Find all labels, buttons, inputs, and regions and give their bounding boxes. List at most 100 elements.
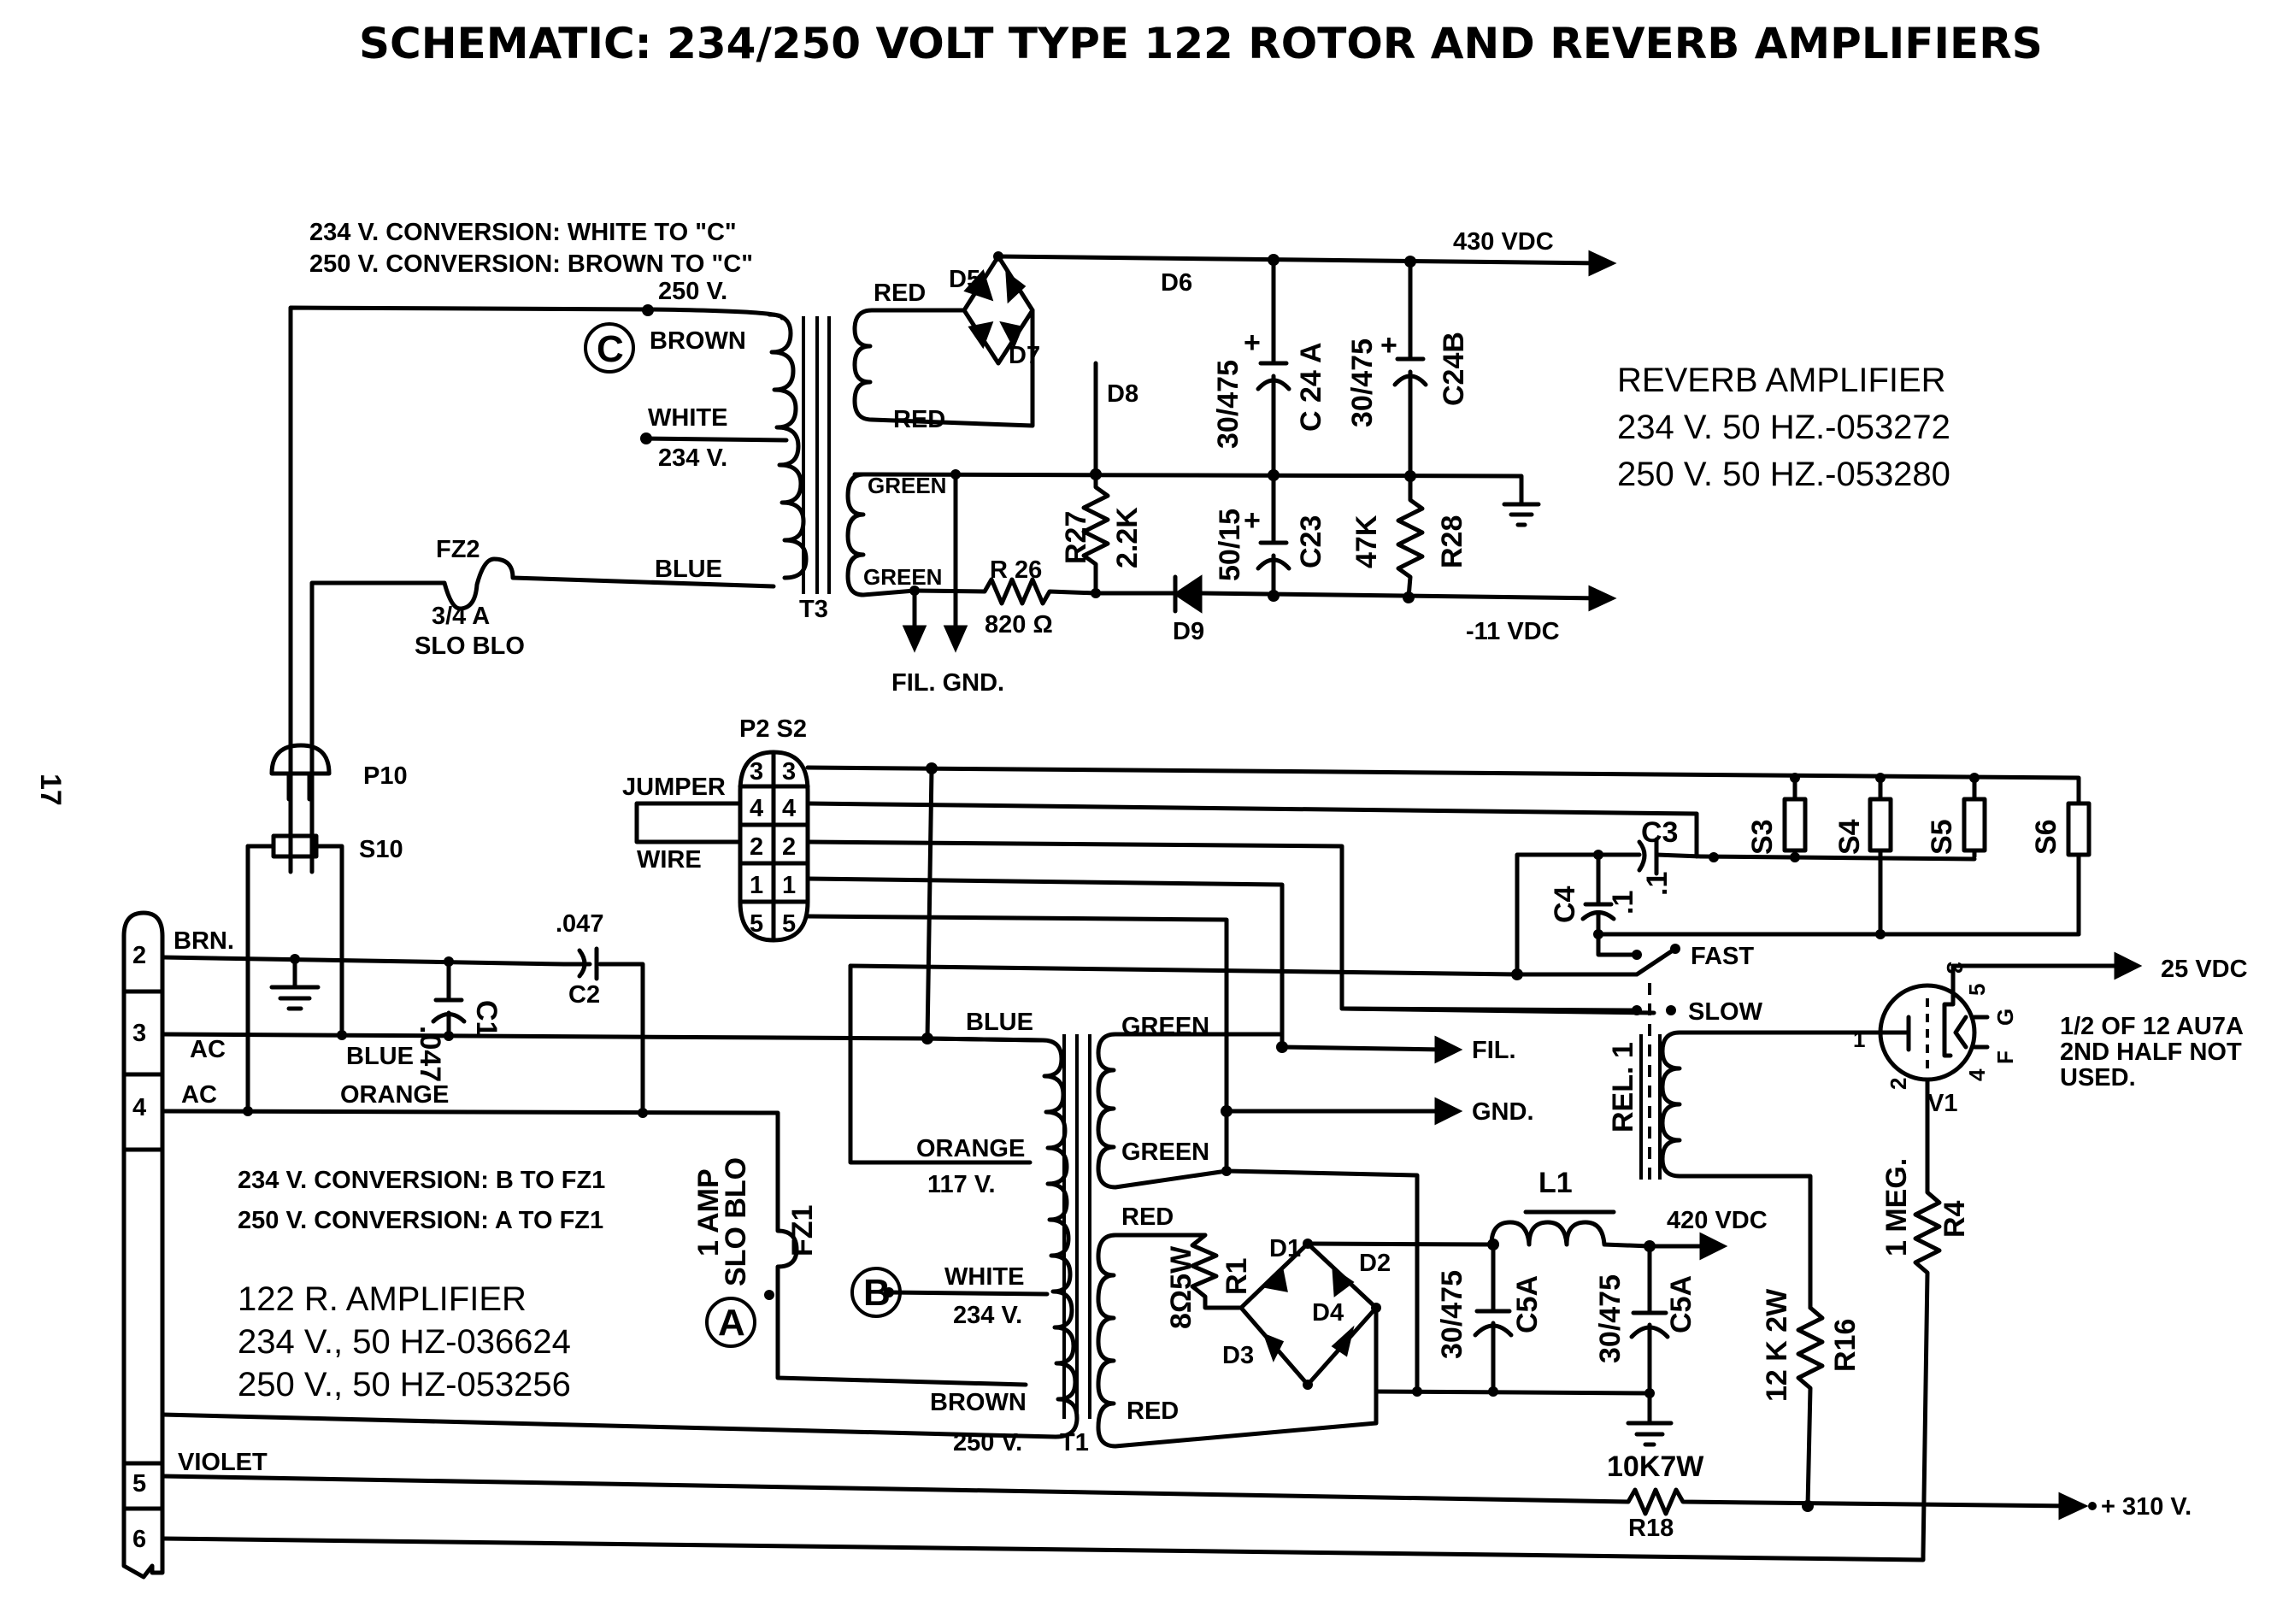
brn-label: BRN.: [174, 927, 234, 955]
contact: [1632, 950, 1642, 960]
c3-ref: C3: [1641, 816, 1678, 849]
tube-note-1: 1/2 OF 12 AU7A: [2060, 1013, 2244, 1040]
fil-label: FIL.: [1472, 1037, 1516, 1064]
diode-d8-icon: [999, 321, 1024, 350]
v1-f-label: F: [1992, 1050, 2018, 1064]
d6-label: D6: [1161, 269, 1192, 297]
capacitor-c3-icon: [1637, 837, 1659, 876]
c2-ref: C2: [568, 981, 600, 1009]
t1-white-label: WHITE: [944, 1263, 1024, 1291]
junction: [1303, 1380, 1313, 1390]
s6-label: S6: [2030, 819, 2062, 855]
terminal-strip-dividers: [121, 989, 165, 1511]
r27-ref: R27: [1060, 511, 1092, 564]
violet-wire-r18: [160, 1474, 2071, 1516]
ac-label-1: AC: [190, 1036, 226, 1063]
contact: [1670, 944, 1680, 954]
diode-d9-icon: [1173, 574, 1203, 614]
c5a-2-ref: C5A: [1665, 1275, 1697, 1333]
t1-green-label-2: GREEN: [1121, 1139, 1209, 1166]
marker-a: [705, 1297, 756, 1348]
v1-pin-4: 4: [1964, 1068, 1990, 1081]
page-number: 17: [34, 774, 67, 806]
s2-pin: 3: [782, 758, 796, 786]
reverb-amplifier-section: 234 V. CONVERSION: WHITE TO "C" 250 V. C…: [245, 219, 1950, 1114]
rotor-conversion-note-2: 250 V. CONVERSION: A TO FZ1: [238, 1207, 603, 1234]
plus-sign: +: [1244, 504, 1261, 537]
arrow-icon: [1588, 585, 1617, 612]
violet-label: VIOLET: [178, 1449, 268, 1476]
v1-g-label: G: [1992, 1009, 2018, 1026]
diode-d3-icon: [1262, 1333, 1285, 1362]
switch-s6-icon[interactable]: [2066, 801, 2092, 857]
arrow-icon: [1588, 250, 1617, 277]
d4-label: D4: [1312, 1299, 1344, 1327]
r18-value: 10K7W: [1607, 1450, 1704, 1483]
d1-label: D1: [1269, 1235, 1301, 1262]
c4-ref: C4: [1549, 886, 1581, 923]
terminal-5: 5: [132, 1470, 146, 1497]
t1-ref: T1: [1060, 1429, 1089, 1456]
c24a-ref: C 24 A: [1295, 342, 1327, 432]
rotor-conversion-note-1: 234 V. CONVERSION: B TO FZ1: [238, 1167, 605, 1194]
reverb-conversion-note-1: 234 V. CONVERSION: WHITE TO "C": [309, 219, 737, 246]
plus-sign: +: [1244, 327, 1261, 359]
relay-coil: [1660, 1030, 1896, 1310]
p2s2-label: P2 S2: [739, 715, 807, 743]
ground-icon: [1374, 1389, 1674, 1447]
junction: [1412, 1386, 1422, 1397]
t1-brown-label: BROWN: [930, 1389, 1027, 1416]
junction: [638, 1108, 648, 1118]
t3-250v-label: 250 V.: [658, 278, 727, 305]
neg-11vdc-label: -11 VDC: [1466, 618, 1560, 645]
switch-s4-icon[interactable]: [1868, 797, 1893, 853]
junction: [1644, 1388, 1655, 1398]
resistor-r27-icon: [1081, 472, 1110, 596]
arrow-icon: [1434, 1035, 1463, 1064]
s10-label: S10: [359, 836, 403, 863]
r16-ref: R16: [1829, 1319, 1862, 1372]
v1-pin-5: 5: [1964, 984, 1990, 996]
fz1-ref: FZ1: [786, 1205, 819, 1256]
r4-ref: R4: [1939, 1200, 1971, 1238]
relay-switch-arm[interactable]: [1515, 946, 1678, 977]
jumper-label: JUMPER: [622, 774, 726, 801]
310v-label: + 310 V.: [2101, 1493, 2192, 1521]
terminal-strip: [121, 910, 165, 1580]
p2-pin: 4: [750, 795, 763, 822]
420vdc-label: 420 VDC: [1667, 1207, 1768, 1234]
c5a-1-ref: C5A: [1511, 1275, 1544, 1333]
capacitor-c24b-icon: [1392, 259, 1428, 479]
d2-label: D2: [1359, 1250, 1391, 1277]
diode-d4-icon: [1331, 1325, 1355, 1357]
switch-s3-icon[interactable]: [1782, 797, 1808, 853]
reverb-info-line-2: 250 V. 50 HZ.-053280: [1617, 456, 1950, 493]
c5a-2-value: 30/475: [1594, 1274, 1627, 1363]
t3-brown-label: BROWN: [650, 327, 746, 355]
capacitor-c5a-2-icon: [1629, 1244, 1670, 1426]
t3-white-tap: [644, 436, 789, 443]
v1-pin-1: 1: [1853, 1027, 1865, 1052]
ground-icon: [269, 956, 321, 1011]
t1-250v-label: 250 V.: [953, 1429, 1022, 1456]
terminal-6: 6: [132, 1526, 146, 1553]
t1-red-label-2: RED: [1127, 1397, 1179, 1425]
fil-gnd-label: FIL. GND.: [891, 669, 1004, 697]
r1-value: 8Ω5W: [1165, 1245, 1197, 1329]
terminal-2: 2: [132, 942, 146, 969]
junction: [1790, 852, 1800, 862]
green-return-wire: [1224, 1168, 1420, 1394]
fz1-type: SLO BLO: [720, 1157, 752, 1286]
c24b-ref: C24B: [1438, 332, 1470, 406]
junction: [764, 1290, 774, 1300]
fz2-type: SLO BLO: [415, 633, 525, 660]
r28-ref: R28: [1436, 515, 1468, 568]
switch-s5-icon[interactable]: [1962, 797, 1987, 853]
orange-tap-wire: [848, 963, 1033, 1165]
terminal-3: 3: [132, 1020, 146, 1047]
plug-p10-icon: [269, 743, 332, 776]
reverb-info-name: REVERB AMPLIFIER: [1617, 362, 1946, 399]
c2-value: .047: [556, 910, 603, 938]
s2-pin: 5: [782, 910, 796, 938]
